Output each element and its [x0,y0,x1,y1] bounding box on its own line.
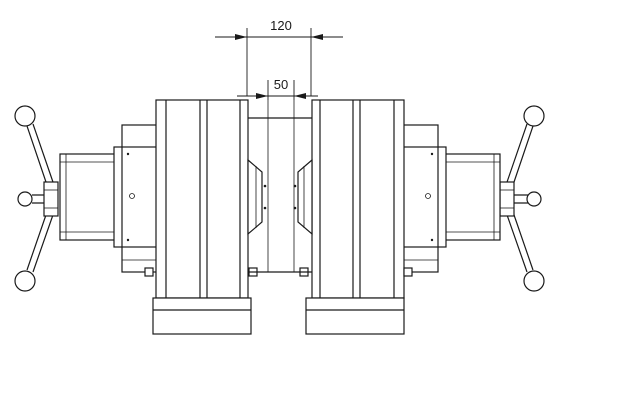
right-spoke-top [505,123,528,186]
dimension-50: 50 [237,77,318,100]
left-spoke-bottom-2 [26,211,48,271]
dimension-120: 120 [215,18,343,96]
left-knob-top [14,105,36,127]
arrow-left-50 [256,93,268,99]
left-knob-bottom [14,270,36,292]
left-bolt-1 [129,193,135,199]
left-spoke-bottom [32,211,55,273]
arrow-right-120 [311,34,323,40]
left-housing [59,124,159,273]
right-spoke-bottom-2 [512,211,534,271]
right-hub [499,181,515,217]
right-housing [401,124,501,273]
right-jaw [297,158,313,236]
right-flange [444,153,501,241]
left-roller-body [155,99,249,299]
right-handwheel [499,105,545,292]
left-bearing-block [113,146,159,248]
dimension-label-120: 120 [270,18,292,33]
left-spoke-top-2 [26,125,48,186]
left-spoke-top [32,123,55,186]
left-handwheel [14,105,59,292]
right-roller [299,99,413,335]
left-jaw [247,158,263,236]
arrow-left-120 [235,34,247,40]
left-hub [43,181,59,217]
right-base-plate [305,297,405,335]
left-base-plate [152,297,252,335]
right-knob-mid [526,191,542,207]
arrow-right-50 [294,93,306,99]
right-bearing-block [401,146,447,248]
left-knob-mid [17,191,33,207]
dimension-label-50: 50 [274,77,288,92]
right-spoke-top-2 [512,125,534,186]
left-flange [59,153,116,241]
right-roller-body [311,99,405,299]
right-spoke-bottom [505,211,528,273]
right-bolt-1 [425,193,431,199]
right-knob-top [523,105,545,127]
left-roller [144,99,258,335]
right-knob-bottom [523,270,545,292]
center-section [247,100,313,273]
